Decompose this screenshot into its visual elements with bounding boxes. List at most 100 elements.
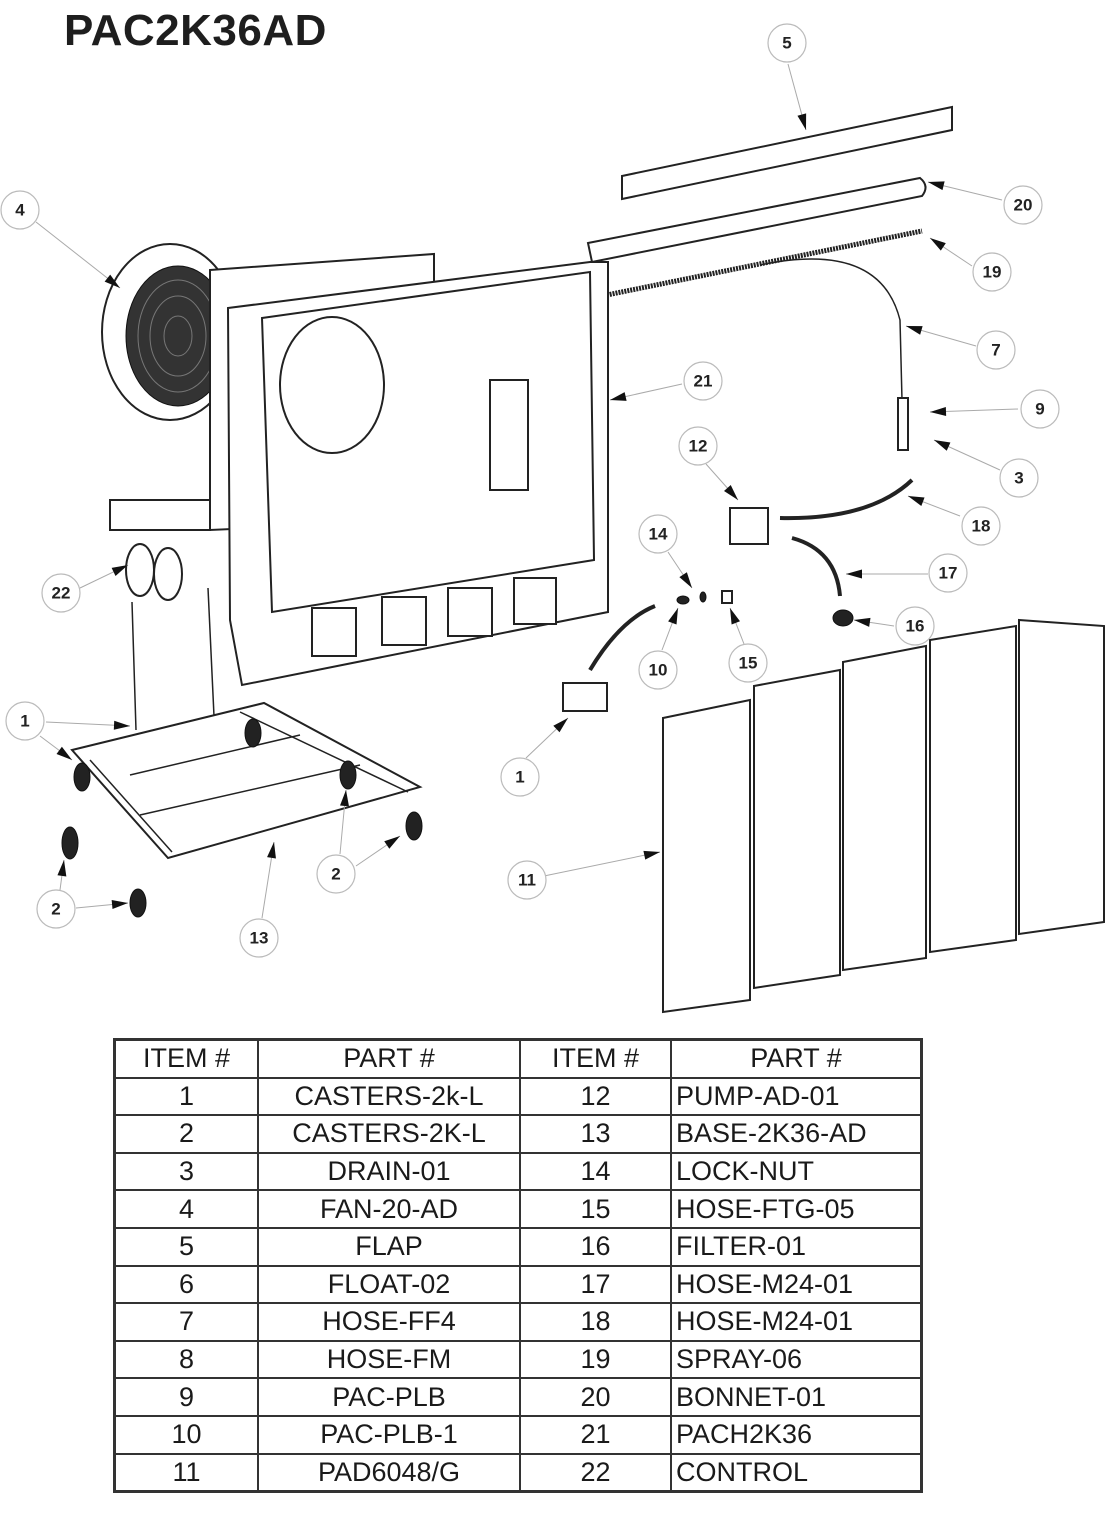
base-frame-part — [70, 587, 423, 860]
arrowhead-icon — [930, 238, 946, 251]
item-number-cell: 14 — [519, 1151, 672, 1192]
arrowhead-icon — [553, 718, 568, 733]
svg-text:9: 9 — [1035, 400, 1044, 419]
callout-1-base: 1 — [5, 701, 45, 741]
svg-text:3: 3 — [1014, 469, 1023, 488]
lock-nut-part — [699, 591, 707, 603]
part-number-cell: CASTERS-2K-L — [257, 1114, 521, 1154]
arrowhead-icon — [111, 900, 128, 910]
cooling-pads-part — [662, 618, 1105, 1014]
item-number-cell: 15 — [519, 1189, 672, 1229]
item-number-cell: 4 — [113, 1189, 259, 1229]
arrowhead-icon — [340, 790, 349, 807]
svg-text:1: 1 — [20, 712, 29, 731]
item-number-cell: 18 — [519, 1302, 672, 1342]
float-part — [562, 682, 608, 712]
callout-17: 17 — [928, 553, 968, 593]
arrowhead-icon — [928, 181, 945, 191]
arrowhead-icon — [854, 617, 871, 627]
part-number-cell: PAC-PLB-1 — [257, 1414, 521, 1455]
header-item-1: ITEM # — [113, 1038, 259, 1079]
svg-text:16: 16 — [906, 617, 925, 636]
svg-text:11: 11 — [518, 871, 536, 890]
hose-fitting-part — [721, 590, 733, 604]
filter-part — [832, 609, 854, 627]
callout-13: 13 — [239, 918, 279, 958]
arrowhead-icon — [930, 406, 947, 416]
item-number-cell: 8 — [113, 1339, 259, 1380]
header-part-2: PART # — [670, 1038, 923, 1079]
arrowhead-icon — [56, 746, 72, 760]
callout-3: 3 — [999, 458, 1039, 498]
housing-part — [209, 252, 609, 687]
plumbing-part — [897, 397, 909, 451]
svg-text:14: 14 — [649, 525, 668, 544]
arrowhead-icon — [643, 850, 660, 860]
arrowhead-icon — [730, 608, 740, 625]
callout-14: 14 — [638, 514, 678, 554]
item-number-cell: 2 — [113, 1114, 259, 1154]
diagram-title: PAC2K36AD — [64, 6, 327, 55]
part-number-cell: PAC-PLB — [257, 1377, 521, 1417]
svg-text:2: 2 — [331, 865, 340, 884]
callout-4: 4 — [0, 190, 40, 230]
part-number-cell: BASE-2K36-AD — [670, 1114, 923, 1154]
callout-11: 11 — [507, 860, 547, 900]
part-number-cell: HOSE-FF4 — [257, 1302, 521, 1342]
callout-9: 9 — [1020, 389, 1060, 429]
callout-10: 10 — [638, 650, 678, 690]
callout-21: 21 — [683, 361, 723, 401]
arrowhead-icon — [934, 440, 951, 451]
callout-18: 18 — [961, 506, 1001, 546]
part-number-cell: FAN-20-AD — [257, 1189, 521, 1229]
spray-bar-part — [591, 228, 923, 301]
svg-text:10: 10 — [649, 661, 668, 680]
part-number-cell: SPRAY-06 — [670, 1339, 923, 1380]
callout-1-float: 1 — [500, 757, 540, 797]
part-number-cell: FLOAT-02 — [257, 1264, 521, 1305]
arrowhead-icon — [113, 720, 130, 730]
arrowhead-icon — [668, 608, 678, 625]
hose-float-part — [588, 604, 656, 672]
arrowhead-icon — [610, 392, 627, 401]
arrowhead-icon — [797, 113, 807, 130]
leader-lines — [35, 63, 1019, 919]
svg-text:21: 21 — [694, 372, 713, 391]
part-number-cell: HOSE-M24-01 — [670, 1302, 923, 1342]
svg-text:15: 15 — [739, 654, 758, 673]
table-header-row: ITEM # PART # ITEM # PART # — [113, 1038, 923, 1079]
header-item-2: ITEM # — [519, 1038, 672, 1079]
part-number-cell: PAD6048/G — [257, 1452, 521, 1493]
arrowhead-icon — [384, 836, 400, 849]
item-number-cell: 11 — [113, 1452, 259, 1493]
callout-7: 7 — [976, 330, 1016, 370]
arrowhead-icon — [111, 565, 128, 576]
hose-ff4-part — [759, 258, 903, 401]
header-part-1: PART # — [257, 1038, 521, 1079]
callout-2-left: 2 — [36, 889, 76, 929]
item-number-cell: 7 — [113, 1302, 259, 1342]
fan-part — [101, 243, 239, 421]
svg-text:5: 5 — [782, 34, 791, 53]
item-number-cell: 6 — [113, 1264, 259, 1305]
item-number-cell: 9 — [113, 1377, 259, 1417]
callout-5: 5 — [767, 23, 807, 63]
callout-19: 19 — [972, 252, 1012, 292]
callout-2-right: 2 — [316, 854, 356, 894]
part-number-cell: FILTER-01 — [670, 1226, 923, 1267]
item-number-cell: 10 — [113, 1414, 259, 1455]
item-number-cell: 1 — [113, 1076, 259, 1117]
pump-part — [729, 507, 769, 545]
flap-part — [621, 105, 953, 201]
